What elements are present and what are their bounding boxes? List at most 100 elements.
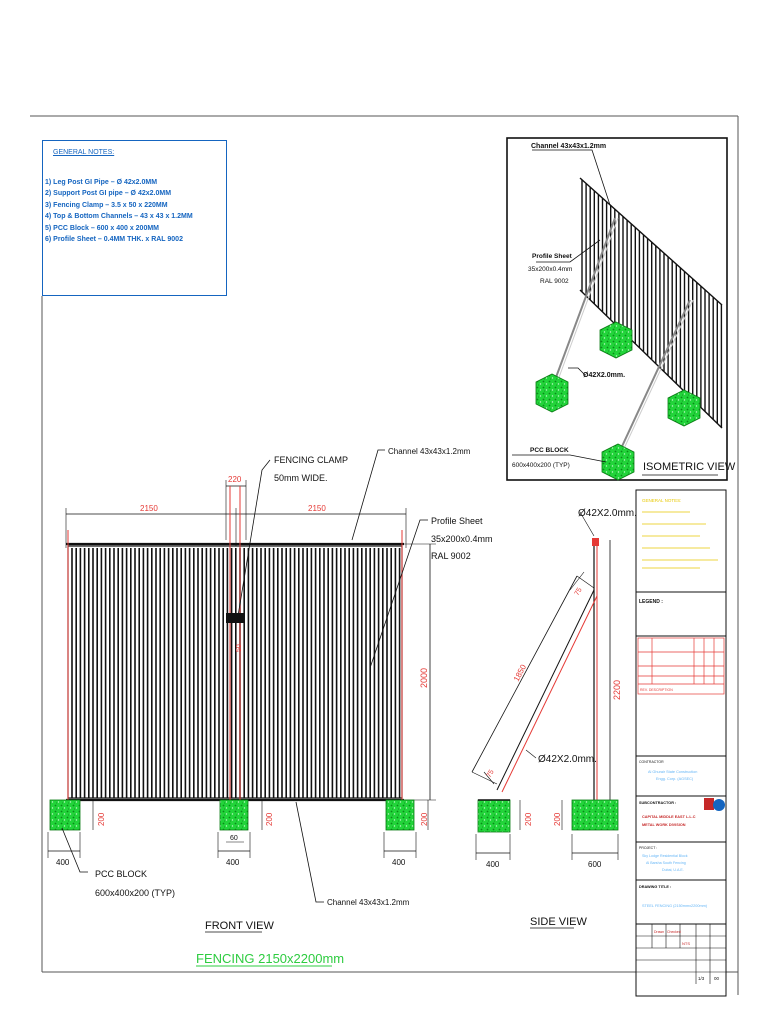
dim-400-left: 400: [56, 858, 70, 867]
tb-project-line2: Al Barsha South Fencing: [646, 861, 686, 865]
tb-row-drawn: Drawn: [654, 930, 664, 934]
dim-400-right: 400: [392, 858, 406, 867]
pcc-label: PCC BLOCK: [95, 869, 147, 879]
profile-color: RAL 9002: [431, 551, 471, 561]
side-dim-1850: 1850: [512, 663, 529, 683]
iso-profile-size: 35x200x0.4mm: [528, 266, 572, 273]
side-support-b: [501, 595, 598, 793]
tb-row-checked: Checked: [667, 930, 681, 934]
tb-legend: LEGEND :: [639, 599, 663, 605]
iso-pcc-block: [599, 321, 633, 359]
iso-profile-leader: [536, 239, 601, 263]
dim-2150-right: 2150: [308, 504, 326, 513]
front-slats: [71, 548, 401, 798]
iso-profile-label: Profile Sheet: [532, 253, 573, 260]
iso-top-channel: [579, 177, 723, 306]
side-dim-200-b: 200: [553, 812, 562, 826]
channel-bottom-label: Channel 43x43x1.2mm: [327, 898, 410, 907]
side-dim-75-bottom: 75: [486, 769, 496, 779]
side-dim-2200: 2200: [612, 680, 622, 700]
side-pipe-leader-top: [579, 511, 595, 537]
tb-drawing-label: DRAWING TITLE :: [639, 885, 671, 889]
isometric-view-title: ISOMETRIC VIEW: [643, 461, 736, 473]
channel-top-leader: [351, 449, 385, 541]
dim-block-200-c: 200: [420, 812, 429, 826]
iso-profile-color: RAL 9002: [540, 278, 569, 285]
dim-clamp-220: 220: [228, 475, 242, 484]
dim-2150-left: 2150: [140, 504, 158, 513]
profile-leader: [369, 519, 428, 669]
note-item: 3) Fencing Clamp – 3.5 x 50 x 220MM: [45, 201, 168, 209]
tb-sub-label: SUBCONTRACTOR :: [639, 801, 676, 805]
side-view: [471, 511, 619, 929]
side-dim-75-top: 75: [574, 587, 584, 597]
side-pcc-block-right: [571, 799, 619, 831]
iso-strut-4: [620, 299, 694, 456]
tb-client-line1: Al Ghurair State Construction: [648, 770, 697, 774]
tb-client-line2: Engg. Corp. (AGSEC): [656, 777, 694, 781]
note-item: 4) Top & Bottom Channels – 43 x 43 x 1.2…: [45, 213, 193, 221]
dim-400-mid: 400: [226, 858, 240, 867]
title-block: [635, 489, 727, 997]
iso-channel-leader: [532, 149, 611, 206]
channel-top-label: Channel 43x43x1.2mm: [388, 447, 471, 456]
isometric-frame: [506, 137, 728, 481]
tb-project-line1: Sky Lodge Residential Block: [642, 854, 688, 858]
side-pcc-block-left: [477, 799, 511, 833]
isometric-view: [506, 137, 728, 481]
front-pcc-block-mid: [219, 799, 249, 831]
side-pipe-leader-mid: [525, 749, 537, 759]
tb-project-label: PROJECT :: [639, 846, 657, 850]
dim-block-200-a: 200: [97, 812, 106, 826]
tb-company-line2: METAL WORK DIVISION: [642, 823, 686, 827]
tb-scale: NTS: [682, 941, 690, 946]
dim-block-200-b: 200: [265, 812, 274, 826]
side-support-a: [496, 589, 595, 791]
channel-bottom-leader: [295, 801, 324, 903]
isometric-profile-sheet: [581, 179, 723, 428]
clamp-leader: [237, 459, 271, 617]
note-item: 1) Leg Post GI Pipe – Ø 42x2.0MM: [45, 179, 158, 186]
side-pipe-mid-label: Ø42X2.0mm.: [538, 754, 597, 765]
iso-strut-3: [617, 299, 691, 456]
tb-company-line1: CAPITAL MIDDLE EAST L.L.C: [642, 815, 696, 819]
dim-line-1850: [471, 575, 578, 773]
side-dim-600: 600: [588, 860, 602, 869]
dim-60: 60: [230, 835, 238, 842]
tb-rev: 00: [714, 976, 720, 981]
pcc-leader: [61, 827, 88, 873]
note-item: 6) Profile Sheet – 0.4MM THK. x RAL 9002: [45, 236, 183, 244]
dim-2000: 2000: [419, 668, 429, 688]
general-notes-box: GENERAL NOTES: 1) Leg Post GI Pipe – Ø 4…: [42, 140, 227, 296]
note-item: 2) Support Post GI pipe – Ø 42x2.0MM: [45, 190, 172, 198]
profile-label: Profile Sheet: [431, 516, 483, 526]
iso-pcc-leader: [512, 454, 607, 463]
notes-list: 1) Leg Post GI Pipe – Ø 42x2.0MM 2) Suppo…: [45, 177, 193, 245]
iso-pcc-block: [601, 443, 635, 481]
iso-pipe-label: Ø42X2.0mm.: [583, 372, 625, 379]
notes-title: GENERAL NOTES:: [53, 149, 115, 156]
iso-channel-label: Channel 43x43x1.2mm: [531, 143, 606, 150]
side-view-title: SIDE VIEW: [530, 916, 587, 928]
tb-project-line3: Dubai, U.A.E.: [662, 868, 684, 872]
front-view: [47, 449, 436, 967]
tb-sheet: 1/3: [698, 976, 705, 981]
side-dim-400: 400: [486, 860, 500, 869]
tb-revision: REV. DESCRIPTION: [640, 688, 673, 692]
clamp-width: 50mm WIDE.: [274, 473, 328, 483]
iso-pcc-label: PCC BLOCK: [530, 447, 569, 454]
drawing-main-title: FENCING 2150x2200mm: [196, 951, 344, 966]
iso-strut-1: [554, 217, 616, 381]
iso-pipe-leader: [568, 367, 586, 376]
fencing-clamp: [226, 613, 244, 623]
dim-clamp-50: 50: [236, 644, 243, 652]
iso-pcc-size: 600x400x200 (TYP): [512, 462, 570, 469]
tb-notes-head: GENERAL NOTES:: [642, 498, 681, 503]
tb-client-label: CONTRACTOR: [639, 760, 664, 764]
clamp-label: FENCING CLAMP: [274, 455, 348, 465]
side-dim-200-a: 200: [524, 812, 533, 826]
front-pcc-block-left: [49, 799, 81, 831]
front-pcc-block-right: [385, 799, 415, 831]
iso-strut-2: [557, 217, 619, 381]
